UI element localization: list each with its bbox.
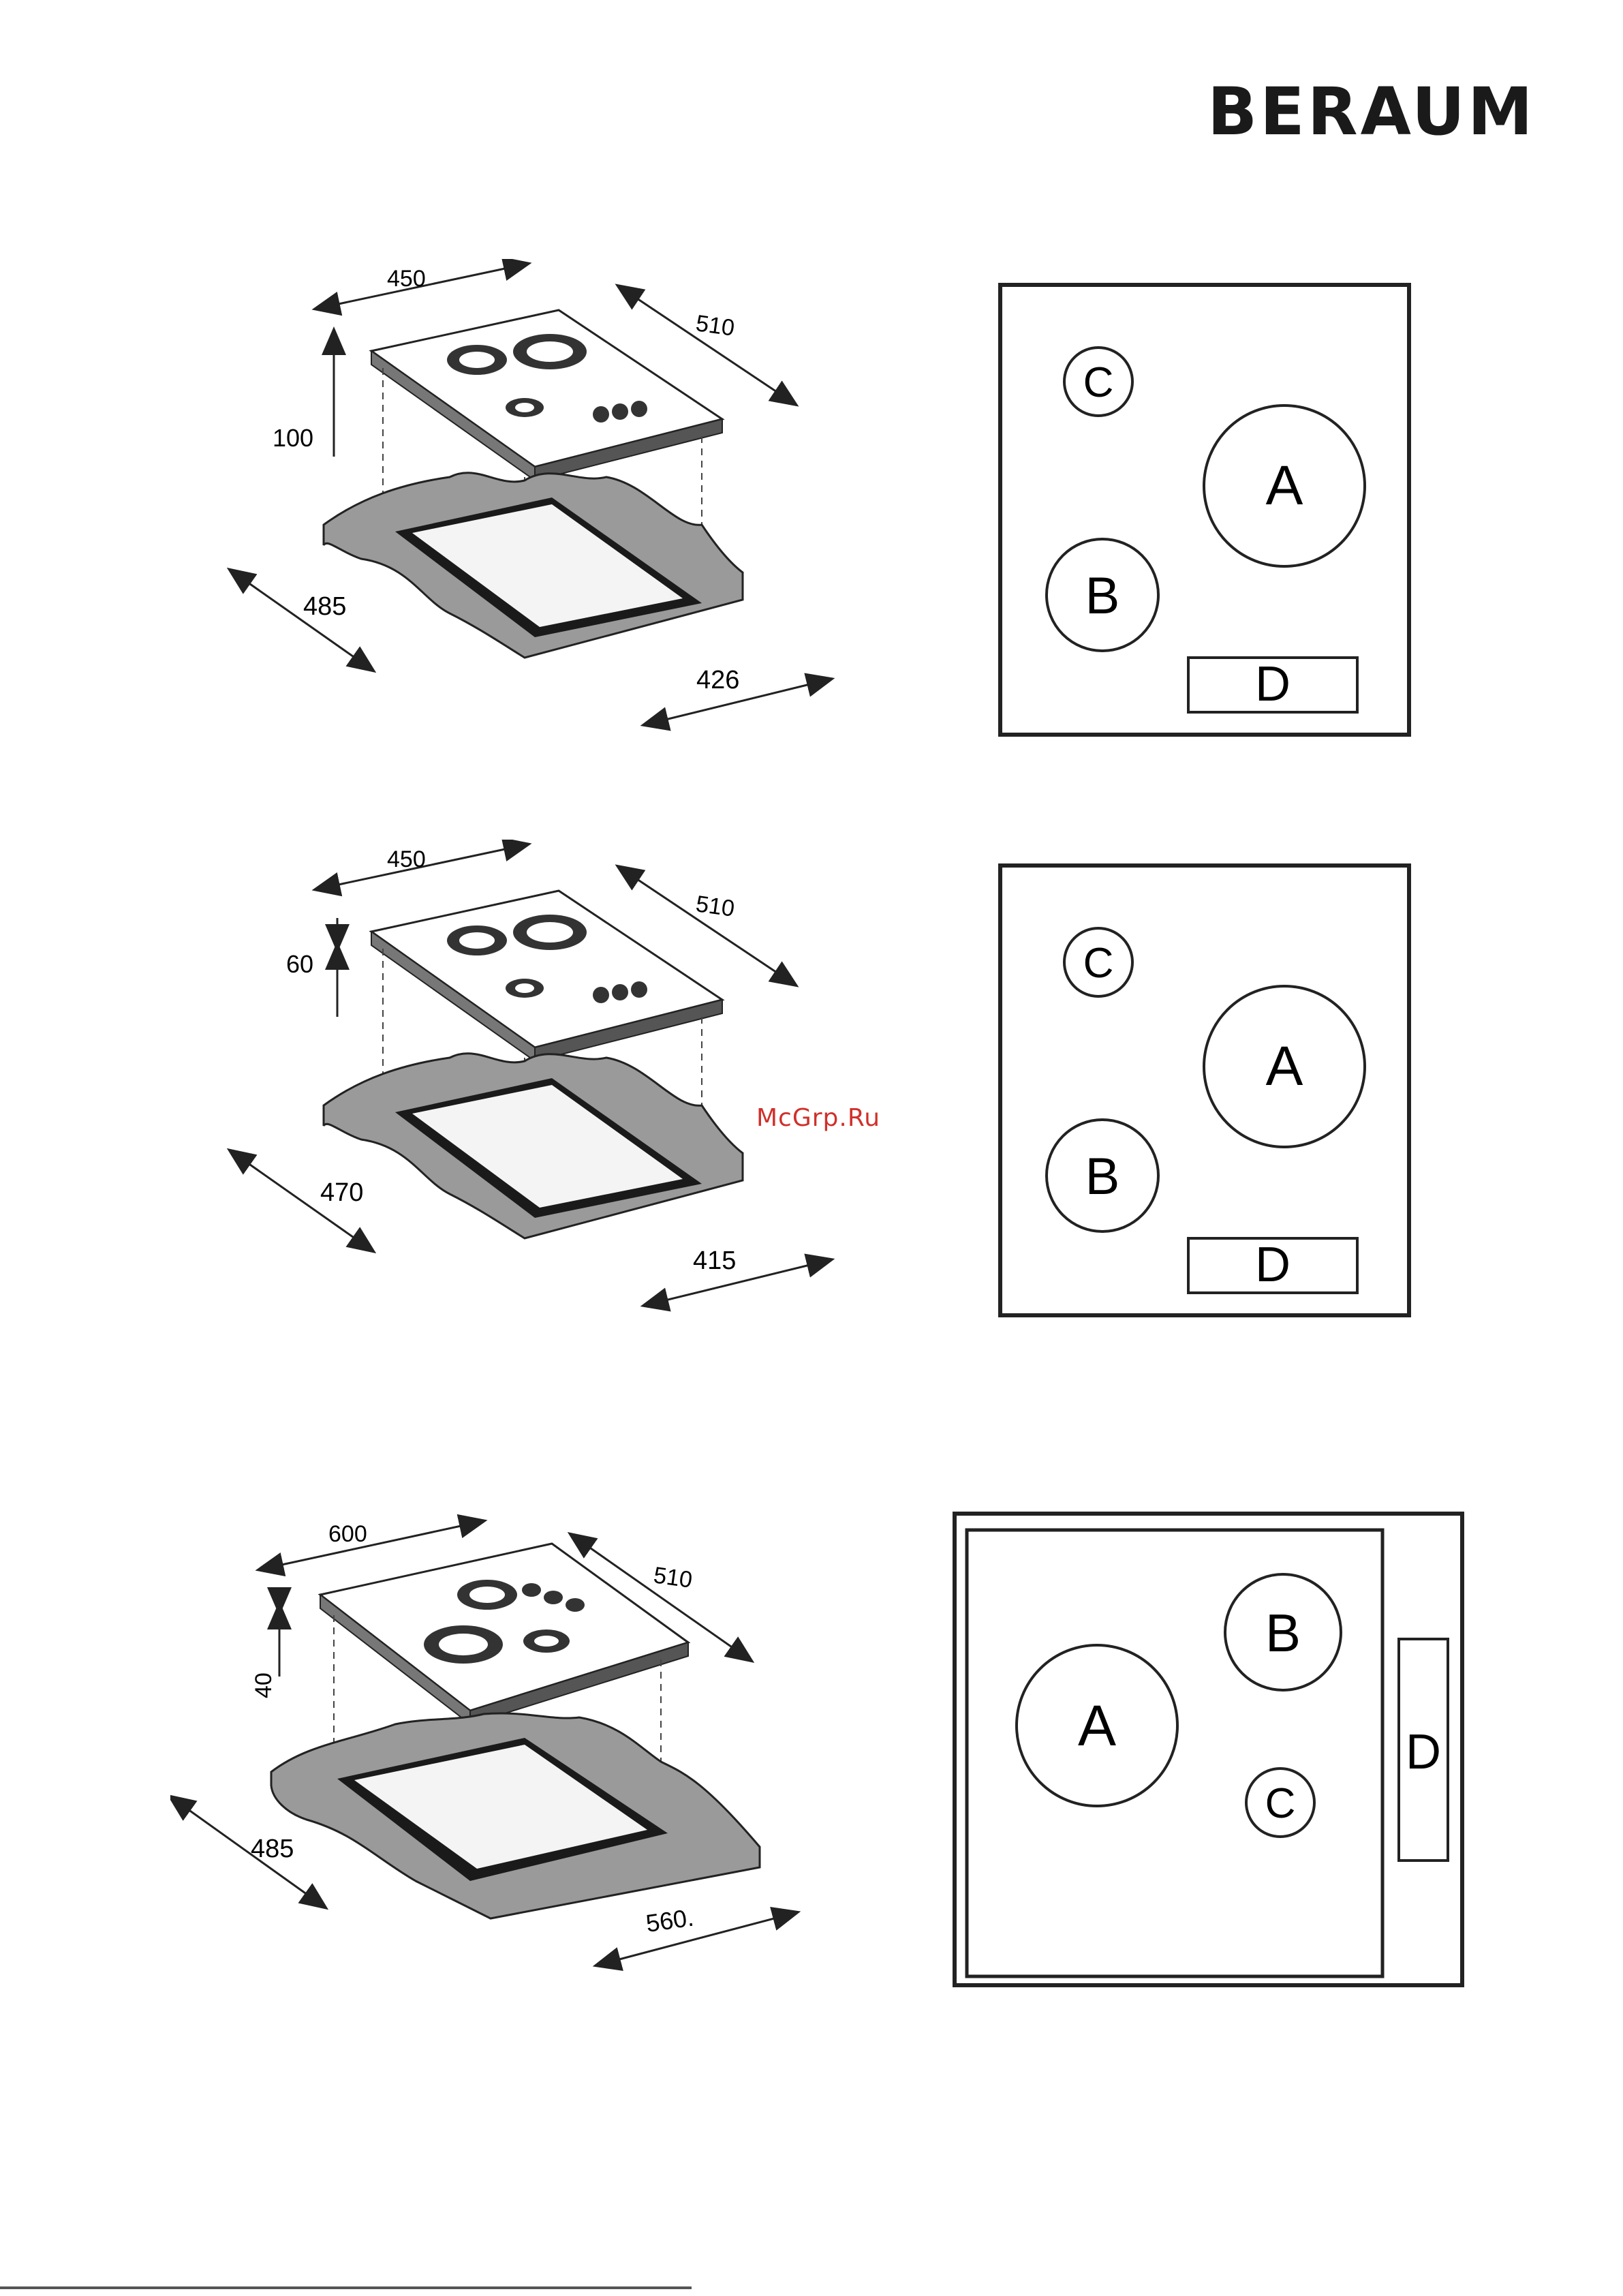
dim-width: 450: [387, 846, 426, 872]
dim-cutout-width: 415: [693, 1246, 736, 1275]
dim-cutout-depth: 485: [303, 592, 346, 621]
burner-layout-2: C A B D: [995, 860, 1417, 1323]
svg-text:A: A: [1078, 1694, 1116, 1758]
svg-text:D: D: [1406, 1725, 1441, 1779]
dim-height: 60: [286, 950, 313, 978]
svg-text:B: B: [1265, 1603, 1301, 1663]
svg-text:B: B: [1085, 1148, 1120, 1206]
dim-cutout-width: 426: [696, 666, 739, 694]
dim-depth: 510: [652, 1562, 694, 1593]
dim-width: 450: [387, 266, 426, 292]
dim-height: 40: [251, 1672, 277, 1698]
svg-text:C: C: [1083, 359, 1114, 406]
svg-text:A: A: [1266, 455, 1303, 517]
installation-diagram-1: 450 510 100 485 426: [225, 259, 865, 750]
dim-depth: 510: [694, 891, 736, 922]
brand-logo: BERAUM: [1207, 74, 1536, 150]
dim-depth: 510: [694, 310, 736, 341]
svg-text:D: D: [1255, 657, 1290, 711]
dim-height: 100: [273, 424, 313, 452]
svg-text:D: D: [1255, 1238, 1290, 1292]
dim-cutout-depth: 485: [251, 1835, 294, 1863]
dim-width: 600: [328, 1521, 367, 1547]
svg-text:C: C: [1265, 1780, 1296, 1827]
svg-text:A: A: [1266, 1035, 1303, 1097]
burner-layout-3: B A C D: [950, 1510, 1468, 1993]
dim-cutout-depth: 470: [320, 1178, 363, 1207]
footer-rule: [0, 2286, 692, 2289]
burner-layout-1: C A B D: [995, 279, 1417, 743]
installation-diagram-2: 450 510 60 470 415: [225, 840, 865, 1330]
svg-text:C: C: [1083, 940, 1114, 987]
svg-text:B: B: [1085, 567, 1120, 625]
dim-cutout-width: 560.: [644, 1903, 695, 1938]
installation-diagram-3: 600 510 40 485 560.: [170, 1513, 824, 1990]
